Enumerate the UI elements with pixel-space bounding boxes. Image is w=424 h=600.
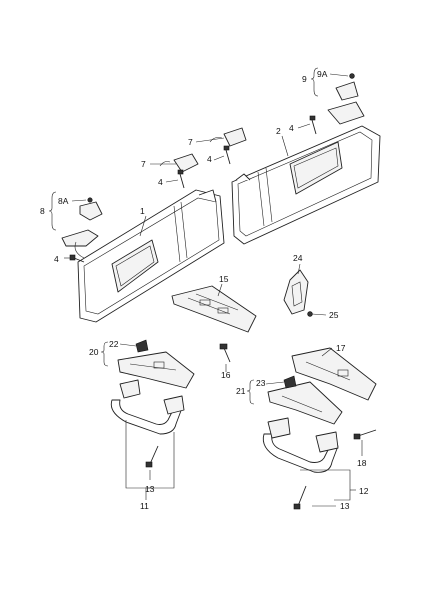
visor-clip-24 — [283, 269, 309, 315]
group-brace-12 — [300, 469, 356, 501]
leader-lines — [64, 73, 363, 507]
callout-labels: 1 2 7 7 4 4 4 4 8 8A 9 9A 15 16 24 25 22… — [40, 69, 369, 511]
screw-13-right — [293, 485, 307, 510]
callout-23: 23 — [256, 378, 266, 388]
callout-20: 20 — [89, 347, 99, 357]
left-grab-handle — [110, 379, 185, 435]
callout-8: 8 — [40, 206, 45, 216]
right-sun-visor — [231, 125, 381, 245]
visor-clip-bracket-a — [159, 153, 199, 173]
screw-16 — [219, 343, 231, 363]
callout-17: 17 — [336, 343, 346, 353]
callout-25: 25 — [329, 310, 339, 320]
callout-9a: 9A — [317, 69, 328, 79]
bracket-15 — [171, 285, 257, 333]
callout-4-b: 4 — [158, 177, 163, 187]
callout-1: 1 — [140, 206, 145, 216]
callout-18: 18 — [357, 458, 367, 468]
clip-screw-25 — [307, 311, 313, 317]
right-handle-bracket-21 — [267, 381, 343, 425]
left-handle-bracket-20 — [117, 351, 195, 389]
right-grab-handle — [262, 417, 339, 473]
left-visor-pivot-bracket — [61, 197, 103, 259]
callout-21: 21 — [236, 386, 246, 396]
callout-16: 16 — [221, 370, 231, 380]
right-visor-pivot-bracket — [327, 73, 365, 125]
screw-4-a — [223, 145, 231, 165]
clip-23 — [283, 375, 297, 389]
screw-13-left — [145, 445, 159, 468]
group-brace-11 — [125, 420, 175, 500]
callout-4-c: 4 — [289, 123, 294, 133]
screw-4-b — [177, 169, 185, 189]
screw-18 — [353, 429, 377, 440]
callout-7-a: 7 — [188, 137, 193, 147]
visor-clip-bracket-b — [209, 127, 247, 147]
callout-9: 9 — [302, 74, 307, 84]
callout-4-a: 4 — [207, 154, 212, 164]
group-brace-8 — [48, 191, 57, 231]
callout-12: 12 — [359, 486, 369, 496]
callout-13-right: 13 — [340, 501, 350, 511]
callout-24: 24 — [293, 253, 303, 263]
screw-4-d — [69, 254, 85, 263]
callout-4-d: 4 — [54, 254, 59, 264]
clip-22 — [135, 339, 149, 353]
callout-7-b: 7 — [141, 159, 146, 169]
callout-11: 11 — [140, 501, 149, 511]
bracket-17 — [291, 347, 377, 401]
callout-15: 15 — [219, 274, 229, 284]
left-sun-visor — [77, 189, 225, 323]
callout-22: 22 — [109, 339, 119, 349]
group-brace-9 — [310, 67, 319, 97]
group-brace-21 — [246, 379, 255, 405]
callout-13-left: 13 — [145, 484, 155, 494]
callout-2: 2 — [276, 126, 281, 136]
screw-4-c — [309, 115, 317, 135]
group-brace-20 — [100, 341, 109, 367]
callout-8a: 8A — [58, 196, 69, 206]
